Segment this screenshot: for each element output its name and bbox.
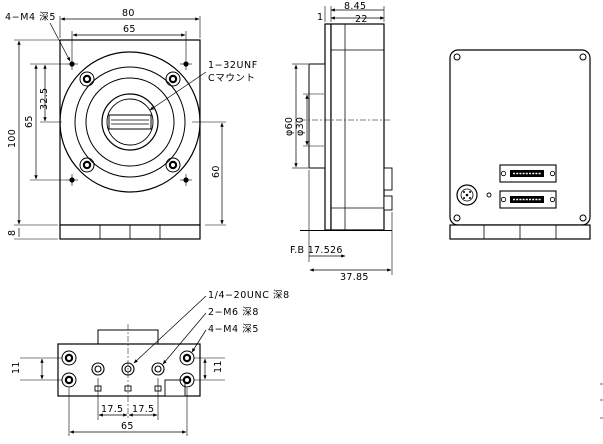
power-connector [456,184,478,206]
dim-width: 80 [122,8,135,19]
dim-overall-depth: 37.85 [340,272,369,283]
front-view: 80 65 4−M4 深5 1−32UNF Cマウント 100 65 32.5 … [5,8,258,240]
side-view: 1 8.45 22 φ60 φ30 F.B 17.526 37.85 [284,1,393,283]
rear-view [449,49,591,240]
bottom-m4-note: 4−M4 深5 [208,324,259,335]
m6-note: 2−M6 深8 [208,307,259,318]
dim-hole-spacing-h: 65 [123,24,136,35]
dim-inner-diameter: φ30 [295,117,306,136]
dim-right-height: 11 [213,360,224,373]
front-body-outline [59,39,201,226]
tripod-holes [91,362,165,376]
bottom-view: 1/4−20UNC 深8 2−M6 深8 4−M4 深5 11 11 17.5 … [11,290,290,436]
camera-link-connector [499,190,557,209]
dim-hole-spacing-v: 65 [24,115,35,128]
camera-link-connector [499,164,557,183]
dim-body-depth: 22 [355,14,368,25]
side-body [330,23,385,231]
thread-note: 1−32UNF [208,60,258,71]
side-lens-mount [308,63,326,169]
dim-spacing-right: 17.5 [132,404,154,415]
mount-note: Cマウント [208,73,256,84]
side-flange [324,23,332,231]
dim-flange-offset: 8.45 [344,1,366,12]
tripod-note: 1/4−20UNC 深8 [208,290,290,301]
dim-lower-offset: 60 [211,165,222,178]
dim-overall-width: 65 [121,421,134,432]
dim-flange-back: F.B 17.526 [290,245,343,256]
dim-half-spacing: 32.5 [39,88,50,110]
dim-flange-thickness: 1 [317,12,323,23]
dim-spacing-left: 17.5 [101,404,123,415]
dim-height: 100 [7,129,18,148]
dim-outer-diameter: φ60 [284,117,295,136]
front-hole-note: 4−M4 深5 [5,12,56,23]
dim-left-height: 11 [11,361,22,374]
dim-base-height: 8 [7,230,18,236]
